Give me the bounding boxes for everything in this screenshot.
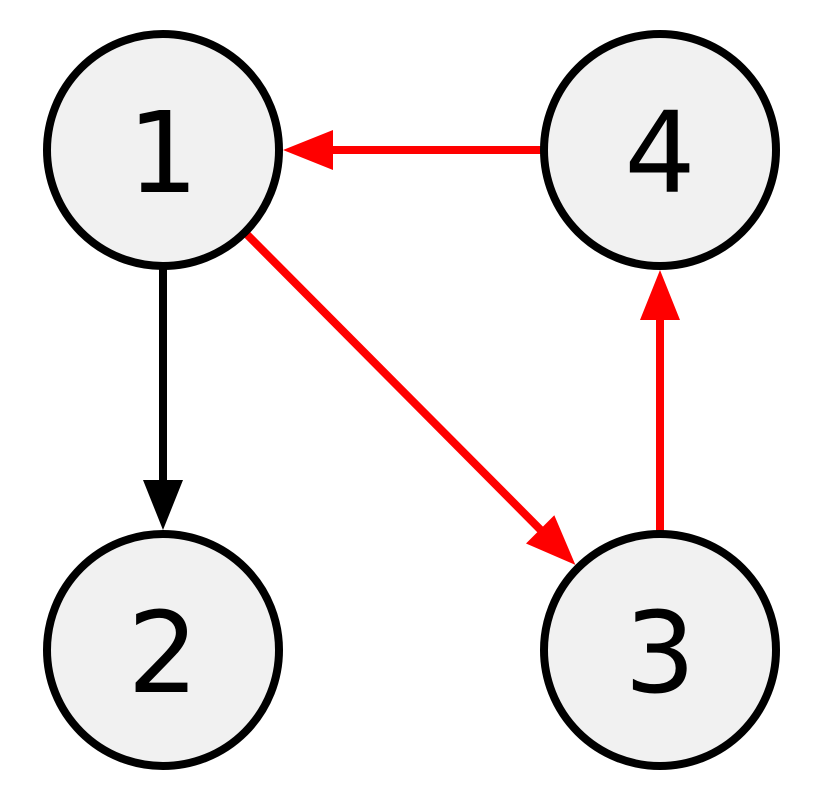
node-1-circle [43, 30, 283, 270]
node-3-circle [540, 530, 780, 770]
node-2-label: 2 [127, 589, 198, 719]
edge-3-to-4 [640, 270, 680, 532]
node-2-circle [43, 530, 283, 770]
edge-1-to-3-arrowhead [526, 515, 576, 565]
node-2: 2 [43, 530, 283, 770]
node-1-label: 1 [127, 89, 198, 219]
edge-1-to-3-line [243, 230, 546, 536]
edges-layer [143, 130, 680, 565]
edge-1-to-3 [243, 230, 576, 565]
edge-4-to-1 [283, 130, 542, 170]
node-4-label: 4 [624, 89, 695, 219]
node-4-circle [540, 30, 780, 270]
edge-1-to-2-arrowhead [143, 480, 183, 530]
edge-4-to-1-arrowhead [283, 130, 333, 170]
node-3: 3 [540, 530, 780, 770]
edge-3-to-4-arrowhead [640, 270, 680, 320]
edge-1-to-2 [143, 268, 183, 530]
node-4: 4 [540, 30, 780, 270]
node-3-label: 3 [624, 589, 695, 719]
nodes-layer: 1 2 3 4 [43, 30, 780, 770]
node-1: 1 [43, 30, 283, 270]
